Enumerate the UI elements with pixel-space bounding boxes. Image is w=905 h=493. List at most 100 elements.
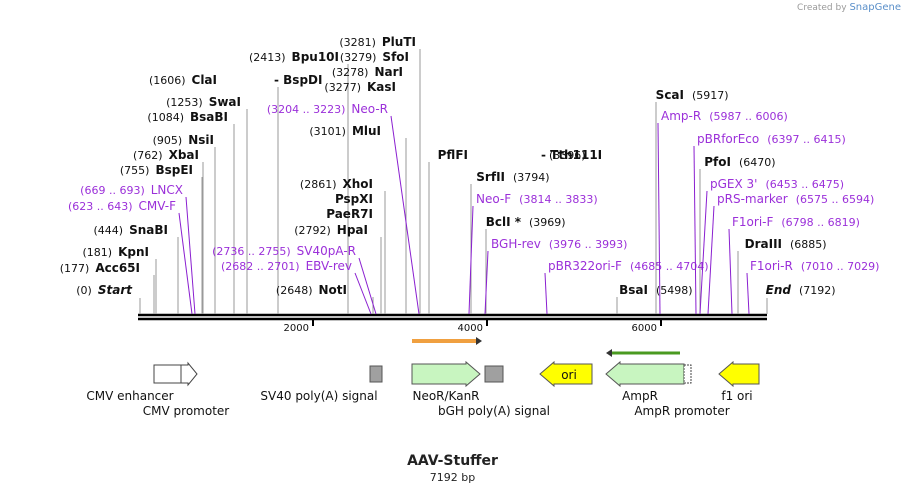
enzyme-site: KpnI(181)	[83, 245, 157, 314]
primer-connector-line	[544, 272, 548, 315]
enzyme-site: PfoI(6470)	[699, 155, 776, 314]
primer-connector-line	[484, 250, 489, 315]
enzyme-name: - BspDI	[274, 73, 322, 87]
enzyme-name: SnaBI	[129, 223, 168, 237]
ampr-promoter-box	[683, 364, 692, 384]
enzyme-position: (2648)	[276, 284, 313, 297]
primer-binding-site: pBRforEco(6397 .. 6415)	[693, 132, 846, 315]
enzyme-name: PaeR7I	[326, 207, 373, 221]
feature-label: SV40 poly(A) signal	[260, 389, 377, 403]
primer-binding-site: CMV-F (623 .. 643)	[68, 199, 193, 315]
primer-binding-site: pRS-marker(6575 .. 6594)	[707, 192, 874, 315]
primer-binding-site: pBR322ori-F (4685 .. 4704)	[544, 259, 709, 315]
enzyme-site: PflFI	[428, 148, 468, 314]
primer-range: (7010 .. 7029)	[801, 260, 880, 273]
enzyme-position: (1253)	[166, 96, 203, 109]
primer-name: BGH-rev	[491, 237, 541, 251]
primer-range: (669 .. 693)	[80, 184, 145, 197]
enzyme-name: PfoI	[704, 155, 731, 169]
enzyme-position: (6885)	[790, 238, 827, 251]
feature-label: bGH poly(A) signal	[438, 404, 550, 418]
enzyme-name: BsaI	[619, 283, 648, 297]
enzyme-name: End	[766, 283, 792, 297]
bgh-polya-box	[484, 365, 504, 383]
enzyme-name: KpnI	[118, 245, 149, 259]
enzyme-site: - BspDI	[274, 73, 322, 314]
cmv-enhancer-box	[153, 364, 182, 384]
primer-connector-line	[358, 257, 377, 315]
enzyme-position: (177)	[60, 262, 90, 275]
feature-label: CMV promoter	[143, 404, 230, 418]
primer-name: SV40pA-R	[297, 244, 356, 258]
enzyme-position: (2413)	[249, 51, 286, 64]
enzyme-position: (905)	[153, 134, 183, 147]
enzyme-site: HpaI(2792)	[294, 223, 382, 314]
primer-range: (5987 .. 6006)	[709, 110, 788, 123]
enzyme-position: (3281)	[339, 36, 376, 49]
cmv-promoter-arrow	[180, 361, 198, 387]
primer-range: (4685 .. 4704)	[630, 260, 709, 273]
primer-name: Amp-R	[661, 109, 701, 123]
enzyme-site: BsaI(5498)	[616, 283, 693, 314]
primer-connector-line	[746, 272, 750, 315]
enzyme-name: SrfII	[476, 170, 505, 184]
scale-tick-label: 4000	[458, 323, 483, 334]
feature-label: f1 ori	[721, 389, 752, 403]
enzyme-name: XhoI	[342, 177, 373, 191]
enzyme-name: MluI	[352, 124, 381, 138]
enzyme-position: (7192)	[799, 284, 836, 297]
enzyme-site: DraIII(6885)	[737, 237, 827, 314]
enzyme-position: (755)	[120, 164, 150, 177]
primer-range: (3976 .. 3993)	[549, 238, 628, 251]
enzyme-site: NotI(2648)	[276, 283, 374, 314]
feature-label: NeoR/KanR	[412, 389, 479, 403]
enzyme-name: ScaI	[656, 88, 684, 102]
primer-name: CMV-F	[139, 199, 177, 213]
enzyme-site: BspEI(755)	[120, 163, 203, 314]
feature-label: CMV enhancer	[86, 389, 173, 403]
primer-name: Neo-F	[476, 192, 511, 206]
enzyme-position: (2861)	[300, 178, 337, 191]
enzyme-position: (1084)	[147, 111, 184, 124]
primer-range: (2736 .. 2755)	[212, 245, 291, 258]
primer-binding-site: BGH-rev (3976 .. 3993)	[484, 237, 628, 315]
enzyme-name: SfoI	[382, 50, 409, 64]
enzyme-name: BclI *	[486, 215, 522, 229]
enzyme-name: SwaI	[209, 95, 241, 109]
enzyme-name: XbaI	[169, 148, 199, 162]
primer-name: pRS-marker	[717, 192, 788, 206]
enzyme-site: PluTI (3281)	[339, 35, 421, 314]
primer-name: EBV-rev	[306, 259, 352, 273]
enzyme-position: (3794)	[513, 171, 550, 184]
enzyme-site: SwaI (1253)	[166, 95, 248, 314]
primer-range: (6798 .. 6819)	[781, 216, 860, 229]
primer-binding-site: SV40pA-R (2736 .. 2755)	[212, 244, 377, 315]
enzyme-site: MluI(3101)	[309, 124, 407, 314]
primer-range: (2682 .. 2701)	[221, 260, 300, 273]
enzyme-position: (5917)	[692, 89, 729, 102]
enzyme-name: PluTI	[382, 35, 416, 49]
sv40-polya-box	[369, 365, 383, 383]
enzyme-name: KasI	[367, 80, 396, 94]
primer-connector-line	[699, 190, 708, 315]
snapgene-logo-text: SnapGene	[849, 2, 901, 13]
primer-binding-site: Neo-F (3814 .. 3833)	[468, 192, 598, 315]
enzyme-name: PflFI	[438, 148, 468, 162]
enzyme-name: BsaBI	[190, 110, 228, 124]
enzyme-position: (3969)	[529, 216, 566, 229]
primer-binding-site: EBV-rev (2682 .. 2701)	[221, 259, 372, 315]
primer-binding-site: Amp-R (5987 .. 6006)	[657, 109, 788, 315]
credit-prefix: Created by	[797, 3, 847, 13]
enzyme-site: XhoI (2861)	[300, 177, 386, 314]
primer-range: (623 .. 643)	[68, 200, 133, 213]
plasmid-length: 7192 bp	[429, 471, 476, 484]
primer-range: (3814 .. 3833)	[519, 193, 598, 206]
primer-name: pBR322ori-F	[548, 259, 622, 273]
plasmid-name: AAV-Stuffer	[407, 453, 498, 469]
primer-binding-site: F1ori-R(7010 .. 7029)	[746, 259, 880, 315]
enzyme-name: Bpu10I	[292, 50, 339, 64]
enzyme-site: Acc65I(177)	[60, 261, 155, 314]
enzyme-name: ClaI	[192, 73, 217, 87]
enzyme-site: XbaI(762)	[133, 148, 204, 314]
enzyme-position: (3279)	[340, 51, 377, 64]
